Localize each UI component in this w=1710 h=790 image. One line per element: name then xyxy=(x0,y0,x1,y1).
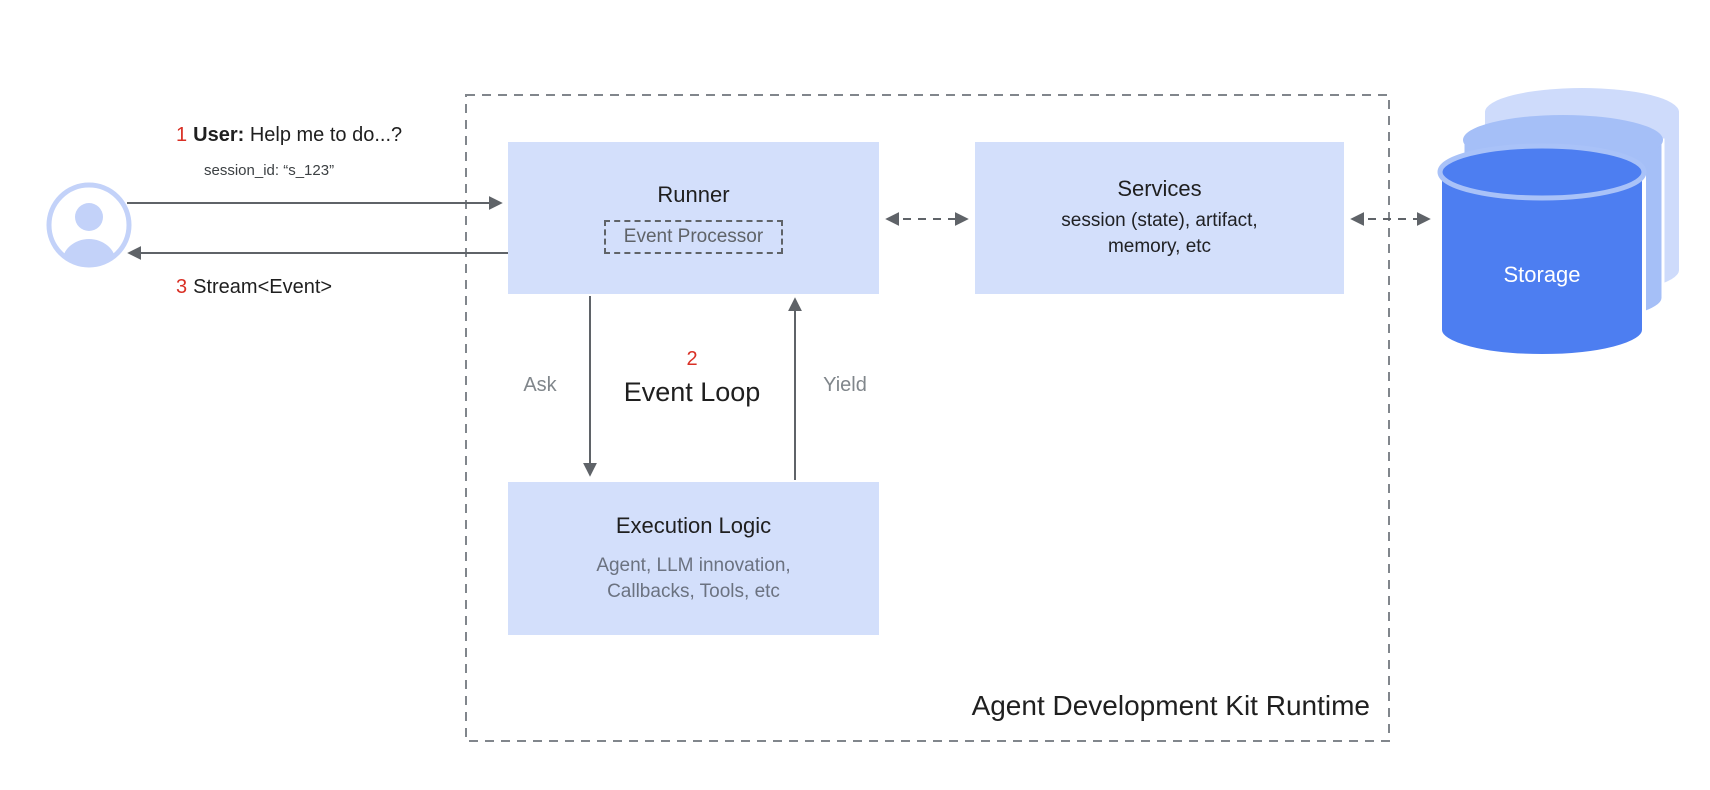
step-number-1: 1 xyxy=(176,124,188,146)
runner-title: Runner xyxy=(657,182,730,207)
user-avatar xyxy=(45,181,133,274)
user-avatar-icon xyxy=(46,182,132,268)
services-subtitle-line1: session (state), artifact, xyxy=(1061,210,1258,231)
execution-logic-title: Execution Logic xyxy=(615,512,772,538)
avatar-head xyxy=(75,203,103,231)
services-subtitle-line2: memory, etc xyxy=(1107,236,1212,257)
ask-label: Ask xyxy=(523,374,557,396)
step-number-3: 3 xyxy=(176,276,188,298)
execution-logic-subtitle-line2: Callbacks, Tools, etc xyxy=(607,580,780,602)
runtime-caption: Agent Development Kit Runtime xyxy=(971,690,1370,721)
user-message: Help me to do...? xyxy=(249,124,403,146)
storage-cylinder-front-top xyxy=(1437,143,1647,201)
step-number-2: 2 xyxy=(686,348,698,370)
event-loop-text: Event Loop xyxy=(623,377,761,407)
session-id-label: session_id: “s_123” xyxy=(204,162,335,179)
services-box: Services session (state), artifact, memo… xyxy=(975,142,1344,294)
yield-label: Yield xyxy=(823,374,867,396)
storage-label: Storage xyxy=(1503,262,1581,287)
event-loop-label: 2 Event Loop xyxy=(592,348,792,408)
stream-event-text: Stream<Event> xyxy=(193,276,333,298)
event-processor-box: Event Processor xyxy=(603,220,784,254)
services-title: Services xyxy=(1117,176,1202,201)
execution-logic-box: Execution Logic Agent, LLM innovation, C… xyxy=(508,482,879,635)
runner-box: Runner Event Processor xyxy=(508,142,879,294)
user-speaker: User: xyxy=(193,124,245,146)
execution-logic-subtitle-line1: Agent, LLM innovation, xyxy=(596,554,791,576)
avatar-shoulders xyxy=(62,239,116,265)
storage-database-icon xyxy=(1437,88,1679,358)
storage-cylinder-front xyxy=(1438,170,1646,358)
